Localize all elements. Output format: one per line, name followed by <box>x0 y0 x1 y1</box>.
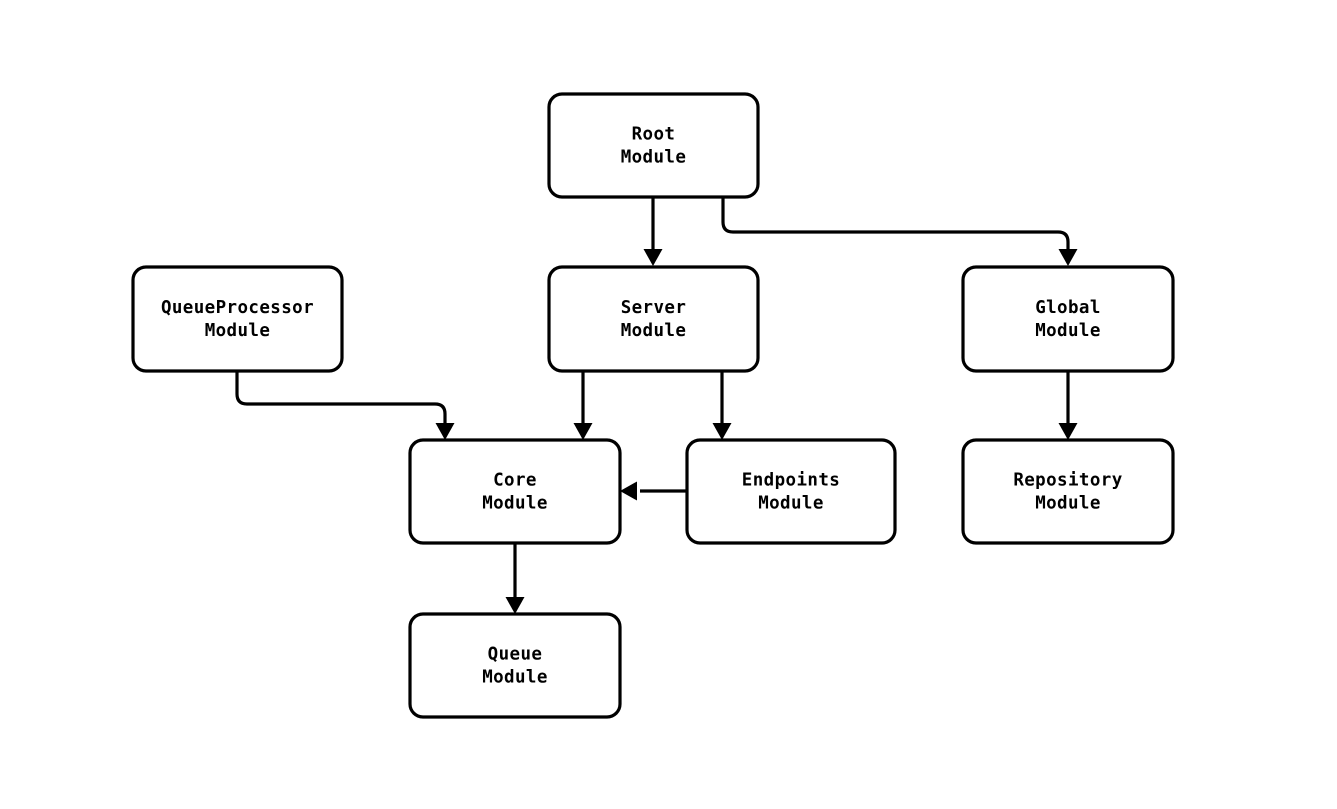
node-label-line1-repository: Repository <box>1013 471 1122 491</box>
node-box-root[interactable] <box>547 92 760 199</box>
node-box-repository[interactable] <box>961 438 1175 545</box>
arrowhead-icon <box>1058 249 1078 266</box>
node-box-core[interactable] <box>408 438 622 545</box>
node-box-global[interactable] <box>961 265 1175 373</box>
node-box-queueprocessor[interactable] <box>131 265 344 373</box>
edge-root-to-server <box>643 197 663 266</box>
edge-queueprocessor-to-core <box>235 371 455 440</box>
edge-line <box>235 371 447 424</box>
arrowhead-icon <box>620 481 637 501</box>
node-box-endpoints[interactable] <box>685 438 897 545</box>
edge-global-to-repository <box>1058 371 1078 440</box>
arrowhead-icon <box>505 597 525 614</box>
node-label-line2-global: Module <box>1035 321 1101 341</box>
arrowhead-icon <box>435 423 455 440</box>
edge-server-to-core <box>573 371 593 440</box>
edge-line <box>721 197 1070 250</box>
node-label-line1-server: Server <box>621 298 687 318</box>
edge-endpoints-to-core <box>620 481 687 501</box>
node-label-line2-repository: Module <box>1035 494 1101 514</box>
edge-root-to-global <box>721 197 1078 266</box>
node-box-server[interactable] <box>547 265 760 373</box>
node-label-line2-root: Module <box>621 148 687 168</box>
arrowhead-icon <box>712 423 732 440</box>
node-label-line2-endpoints: Module <box>758 494 824 514</box>
edge-server-to-endpoints <box>712 371 732 440</box>
node-label-line2-server: Module <box>621 321 687 341</box>
node-label-line1-global: Global <box>1035 298 1101 318</box>
node-label-line1-endpoints: Endpoints <box>742 471 840 491</box>
arrowhead-icon <box>643 249 663 266</box>
arrowhead-icon <box>573 423 593 440</box>
edge-core-to-queue <box>505 543 525 614</box>
arrowhead-icon <box>1058 423 1078 440</box>
node-label-line1-root: Root <box>632 125 676 145</box>
node-box-queue[interactable] <box>408 612 622 719</box>
node-label-line1-queueprocessor: QueueProcessor <box>161 298 314 318</box>
nodes-layer: RootModuleQueueProcessorModuleServerModu… <box>131 92 1175 719</box>
node-label-line2-core: Module <box>482 494 548 514</box>
edges-layer <box>235 197 1078 614</box>
node-label-line1-queue: Queue <box>488 645 543 665</box>
node-label-line1-core: Core <box>493 471 537 491</box>
node-label-line2-queueprocessor: Module <box>205 321 271 341</box>
node-label-line2-queue: Module <box>482 668 548 688</box>
